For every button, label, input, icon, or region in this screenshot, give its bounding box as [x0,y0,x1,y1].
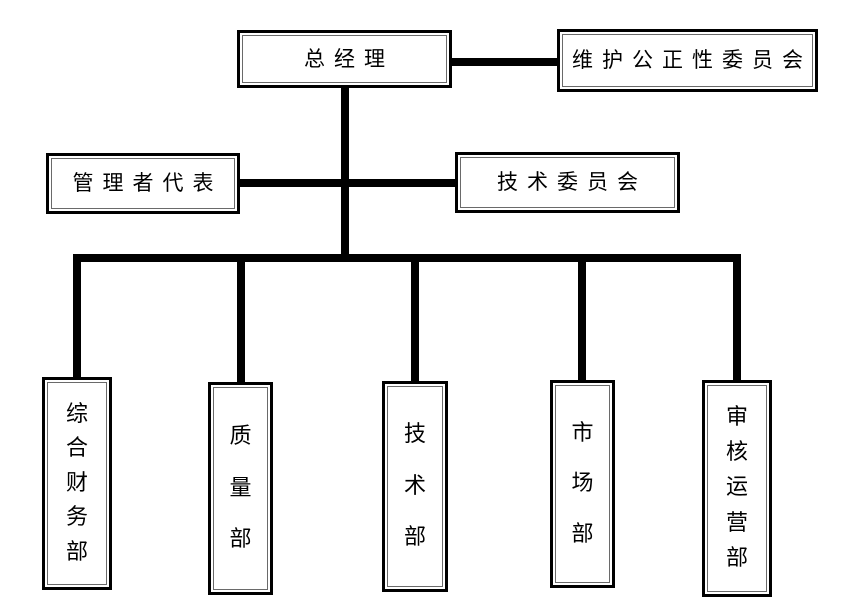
node-dept-market: 市场部 [550,380,615,588]
connector-distribution-bar [73,254,741,262]
node-label: 技术部 [387,386,443,587]
connector-trunk [341,85,349,262]
node-label: 总经理 [304,46,394,71]
node-border-inner: 维护公正性委员会 [562,34,813,87]
connector-drop-technology [411,258,419,383]
node-label: 审核运营部 [707,385,767,592]
node-management-representative: 管理者代表 [46,153,240,214]
node-label: 质量部 [213,387,268,590]
connector-gm-impartiality [450,58,559,66]
node-label: 综合财务部 [47,382,107,585]
connector-drop-audit-operations [733,258,741,382]
connector-drop-quality [237,258,245,384]
connector-drop-finance [73,258,81,379]
node-dept-quality: 质量部 [208,382,273,595]
node-dept-audit-operations: 审核运营部 [702,380,772,597]
node-dept-technology: 技术部 [382,381,448,592]
node-border-inner: 管理者代表 [51,158,235,209]
node-border-inner: 总经理 [242,35,447,83]
node-label: 技术委员会 [497,170,647,194]
node-impartiality-committee: 维护公正性委员会 [557,29,818,92]
node-technical-committee: 技术委员会 [455,152,680,213]
node-label: 管理者代表 [72,171,223,195]
node-label: 市场部 [555,385,610,583]
connector-drop-market [578,258,586,382]
node-label: 维护公正性委员会 [572,48,812,72]
node-dept-finance: 综合财务部 [42,377,112,590]
node-general-manager: 总经理 [237,30,452,88]
node-border-inner: 技术委员会 [460,157,675,208]
connector-rep-techcommittee [238,179,457,187]
